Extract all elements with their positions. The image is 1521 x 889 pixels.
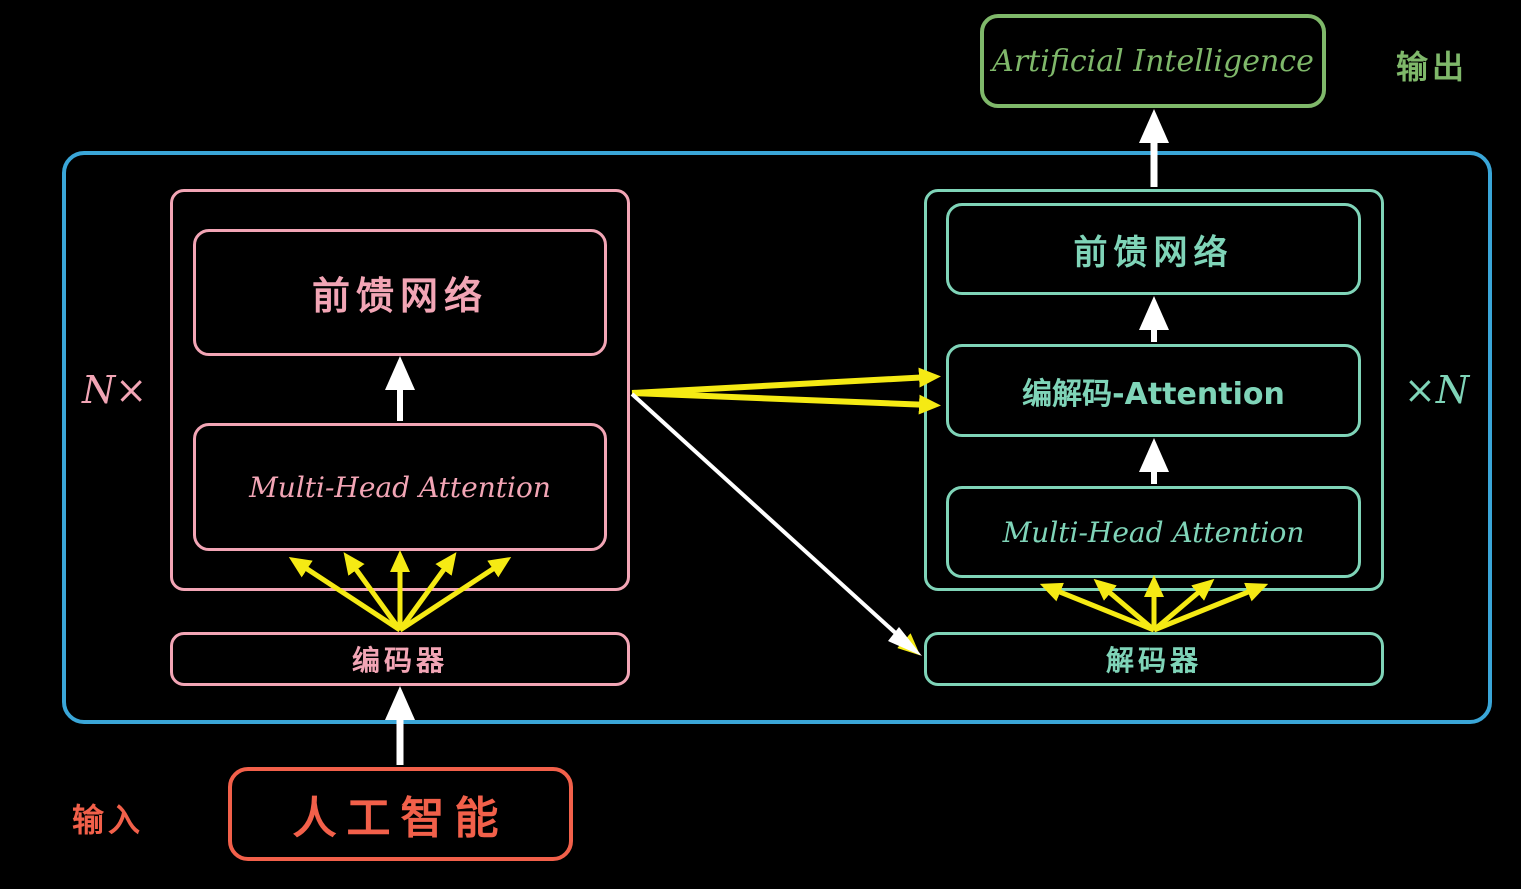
decoder-repeat-label: ×N <box>1404 368 1470 412</box>
encoder-to-decoder-arrowhead <box>888 627 922 656</box>
encoder-embed-box: 编码器 <box>170 632 630 686</box>
input-label: 输入 <box>72 801 145 839</box>
encoder-repeat-label: N× <box>82 368 148 412</box>
encoder-attention-box: Multi-Head Attention <box>193 423 607 551</box>
encoder-attention-fan <box>288 550 512 633</box>
transformer-container <box>62 151 1492 724</box>
encoder-ffn-label: 前馈网络 <box>311 274 488 318</box>
encoder-to-decoder-arrow <box>630 392 921 656</box>
decoder-attention-label: Multi-Head Attention <box>1002 515 1305 549</box>
encoder-attention-label: Multi-Head Attention <box>249 470 551 504</box>
input-text: 人工智能 <box>292 793 509 844</box>
encoder-ffn-box: 前馈网络 <box>193 229 607 356</box>
output-label: 输出 <box>1396 48 1469 86</box>
decoder-ffn-box: 前馈网络 <box>946 203 1361 295</box>
decoder-ffn-label: 前馈网络 <box>1073 232 1234 273</box>
input-box: 人工智能 <box>228 767 573 861</box>
encoder-to-cross-attention-arrows <box>631 367 941 415</box>
decoder-cross-attention-label: 编解码-Attention <box>1022 376 1285 412</box>
decoder-embed-label: 解码器 <box>1105 644 1202 677</box>
decoder-embed-box: 解码器 <box>924 632 1384 686</box>
encoder-embed-label: 编码器 <box>351 644 448 677</box>
output-box: Artificial Intelligence <box>980 14 1326 108</box>
decoder-cross-attention-box: 编解码-Attention <box>946 344 1361 437</box>
decoder-attention-fan <box>1039 575 1269 633</box>
output-text: Artificial Intelligence <box>992 43 1314 79</box>
